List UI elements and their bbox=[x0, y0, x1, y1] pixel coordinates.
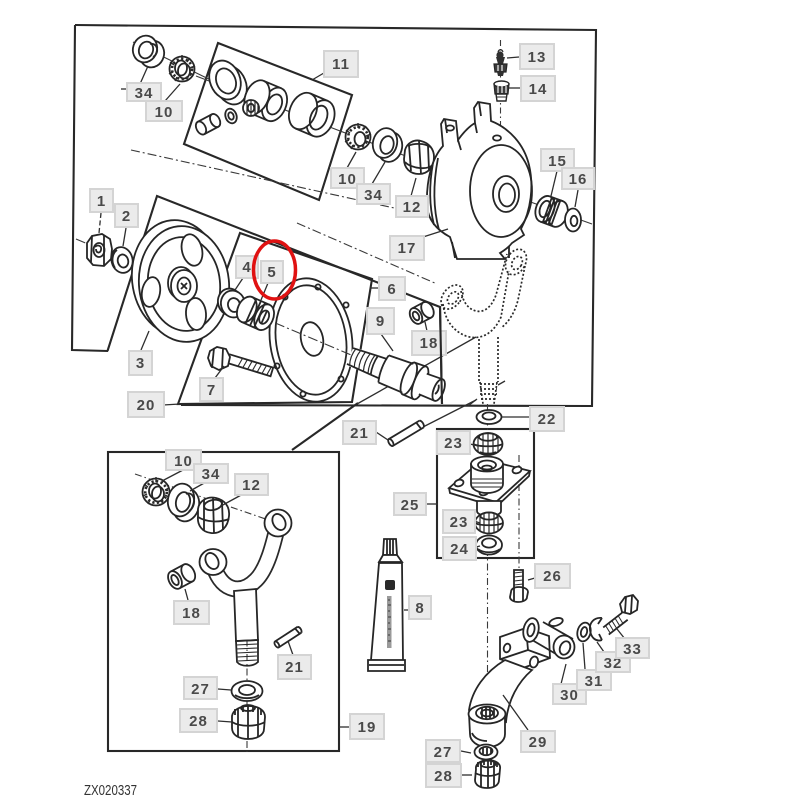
svg-text:23: 23 bbox=[450, 514, 469, 531]
svg-text:27: 27 bbox=[434, 744, 453, 761]
svg-text:25: 25 bbox=[401, 497, 420, 514]
svg-text:22: 22 bbox=[538, 411, 557, 428]
svg-text:3: 3 bbox=[136, 355, 145, 372]
svg-text:20: 20 bbox=[137, 397, 156, 414]
svg-text:21: 21 bbox=[285, 659, 304, 676]
svg-text:26: 26 bbox=[543, 568, 562, 585]
svg-text:32: 32 bbox=[604, 655, 623, 672]
svg-text:28: 28 bbox=[434, 768, 453, 785]
svg-text:15: 15 bbox=[548, 153, 567, 170]
svg-text:27: 27 bbox=[191, 681, 210, 698]
svg-text:1: 1 bbox=[97, 193, 106, 210]
svg-text:31: 31 bbox=[585, 673, 604, 690]
svg-text:34: 34 bbox=[364, 187, 383, 204]
svg-text:24: 24 bbox=[450, 541, 469, 558]
svg-text:21: 21 bbox=[350, 425, 369, 442]
svg-text:28: 28 bbox=[189, 713, 208, 730]
svg-text:14: 14 bbox=[529, 81, 548, 98]
svg-text:34: 34 bbox=[135, 85, 154, 102]
svg-text:5: 5 bbox=[267, 264, 276, 281]
svg-text:9: 9 bbox=[376, 313, 385, 330]
svg-text:16: 16 bbox=[569, 171, 588, 188]
svg-text:12: 12 bbox=[403, 199, 422, 216]
svg-text:10: 10 bbox=[338, 171, 357, 188]
svg-text:30: 30 bbox=[560, 687, 579, 704]
svg-text:10: 10 bbox=[174, 453, 193, 470]
svg-text:13: 13 bbox=[528, 49, 547, 66]
svg-text:ZX020337: ZX020337 bbox=[84, 783, 137, 799]
svg-text:8: 8 bbox=[415, 600, 424, 617]
svg-text:33: 33 bbox=[623, 641, 642, 658]
svg-text:18: 18 bbox=[420, 335, 439, 352]
svg-text:11: 11 bbox=[332, 56, 350, 73]
svg-text:7: 7 bbox=[207, 382, 216, 399]
svg-text:29: 29 bbox=[529, 734, 548, 751]
svg-text:12: 12 bbox=[242, 477, 261, 494]
svg-text:34: 34 bbox=[202, 466, 221, 483]
svg-text:18: 18 bbox=[182, 605, 201, 622]
svg-text:10: 10 bbox=[155, 104, 174, 121]
svg-text:19: 19 bbox=[358, 719, 377, 736]
svg-text:2: 2 bbox=[122, 208, 131, 225]
svg-text:4: 4 bbox=[242, 259, 251, 276]
svg-text:17: 17 bbox=[398, 240, 417, 257]
svg-text:6: 6 bbox=[387, 281, 396, 298]
svg-text:23: 23 bbox=[444, 435, 463, 452]
